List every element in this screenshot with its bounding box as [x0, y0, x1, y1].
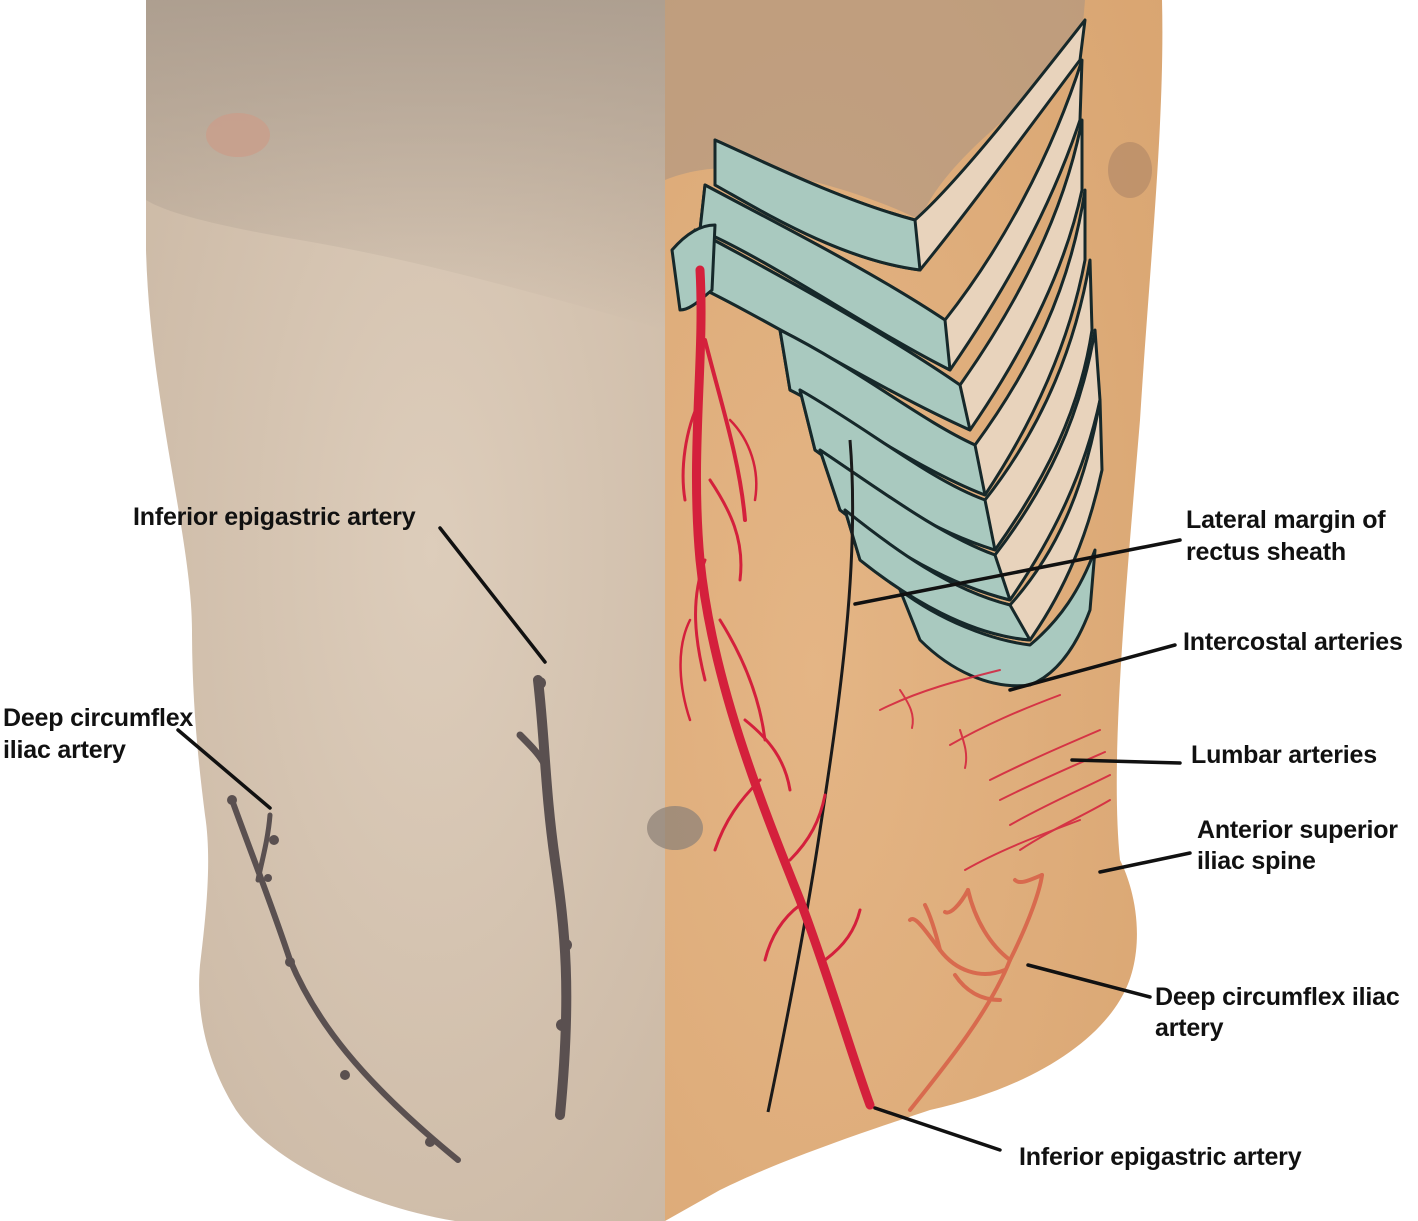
label-inferior-epigastric-right: Inferior epigastric artery: [1019, 1143, 1302, 1171]
leader-asis: [1098, 851, 1192, 874]
costal-cartilage-3: [683, 228, 972, 432]
leader-deep-circumflex-right: [1026, 963, 1152, 999]
label-lateral-margin-line1: Lateral margin of: [1186, 506, 1386, 534]
label-asis-line1: Anterior superior: [1197, 816, 1398, 844]
label-intercostal-arteries: Intercostal arteries: [1183, 628, 1403, 656]
label-deep-circumflex-right-line1: Deep circumflex iliac: [1155, 983, 1400, 1011]
leader-deep-circumflex-left: [176, 728, 272, 810]
label-inferior-epigastric-left: Inferior epigastric artery: [133, 503, 416, 531]
deep-circumflex-iliac-artery-marking: [227, 795, 461, 1163]
label-lumbar-arteries: Lumbar arteries: [1191, 741, 1377, 769]
label-asis-line2: iliac spine: [1197, 847, 1316, 875]
intercostal-lumbar-arteries: [879, 669, 1111, 871]
leader-lateral-margin: [853, 538, 1182, 606]
leader-inferior-epigastric-left: [438, 526, 547, 664]
label-deep-circumflex-left-line2: iliac artery: [3, 736, 126, 764]
rib-cage: [670, 18, 1104, 688]
chest-hair-shading: [146, 0, 665, 330]
nipple: [206, 113, 270, 157]
leader-intercostal: [1008, 643, 1177, 692]
label-deep-circumflex-right-line2: artery: [1155, 1014, 1224, 1042]
rectus-sheath-margin: [766, 439, 855, 1113]
rib-8: [898, 548, 1097, 688]
label-deep-circumflex-left-line1: Deep circumflex: [3, 704, 194, 732]
leader-lines: [176, 526, 1192, 1152]
right-nipple: [1108, 142, 1152, 198]
umbilicus: [647, 806, 703, 850]
deep-circumflex-iliac-artery-illustrated: [908, 873, 1044, 1112]
costal-cartilage-1: [713, 138, 922, 272]
inferior-epigastric-artery-illustrated: [679, 265, 875, 1110]
label-lateral-margin-line2: rectus sheath: [1186, 538, 1346, 566]
leader-inferior-epigastric-right: [873, 1106, 1002, 1152]
inferior-epigastric-artery-marking: [516, 675, 572, 1120]
costal-cartilage-2: [698, 183, 952, 372]
leader-lumbar: [1070, 758, 1182, 765]
